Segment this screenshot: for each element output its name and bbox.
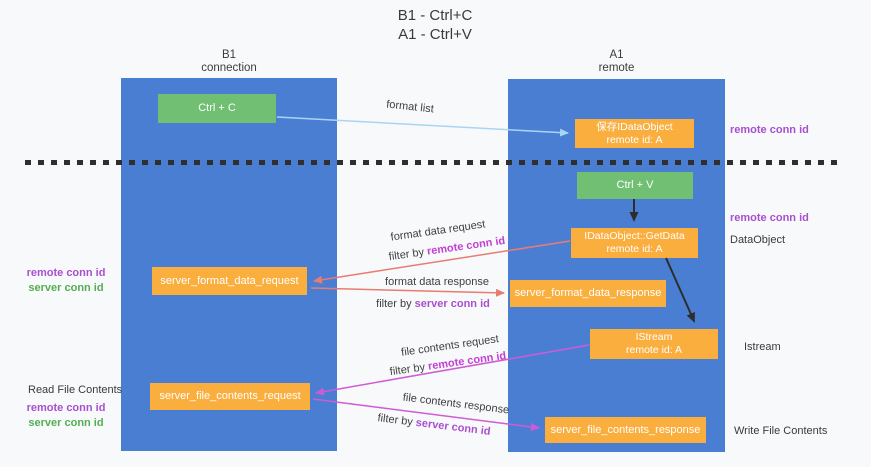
save-idataobject-remote-id: remote id: A [606, 133, 663, 146]
format-data-response-label: format data response [385, 276, 489, 288]
save-idataobject-box: 保存IDataObject remote id: A [575, 119, 694, 148]
right-remote-conn-id-mid: remote conn id [730, 212, 809, 224]
ctrl-c-label: Ctrl + C [198, 102, 236, 115]
left-server-conn-id-1: server conn id [28, 282, 104, 294]
server-format-data-request-box: server_format_data_request [152, 267, 307, 295]
filter-by-text: filter by [376, 412, 417, 429]
file-contents-response-label: file contents response [402, 391, 510, 417]
ctrl-v-box: Ctrl + V [577, 172, 693, 199]
read-file-contents-label: Read File Contents [28, 384, 123, 396]
remote-conn-id-text: remote conn id [426, 234, 506, 258]
left-remote-conn-id-2: remote conn id [26, 402, 106, 414]
left-conn-id-group-2: remote conn id server conn id [24, 401, 108, 431]
istream-side-label: Istream [744, 341, 781, 353]
getdata-remote-id: remote id: A [606, 243, 663, 255]
phase-divider-dashed-line [25, 160, 838, 165]
istream-label: IStream [635, 331, 673, 343]
ctrl-c-box: Ctrl + C [158, 94, 276, 123]
save-idataobject-label: 保存IDataObject [596, 120, 673, 133]
server-file-contents-response-label: server_file_contents_response [550, 423, 701, 436]
server-format-data-request-label: server_format_data_request [160, 274, 299, 287]
server-format-data-response-label: server_format_data_response [514, 287, 662, 300]
left-column-role: connection [201, 62, 257, 74]
getdata-label: IDataObject::GetData [584, 230, 685, 242]
ctrl-v-label: Ctrl + V [616, 179, 654, 192]
filter-by-text: filter by [376, 298, 415, 310]
right-column-header: A1 remote [508, 49, 725, 75]
server-file-contents-request-box: server_file_contents_request [150, 383, 310, 410]
server-conn-id-text: server conn id [415, 416, 492, 438]
write-file-contents-label: Write File Contents [734, 425, 828, 437]
getdata-box: IDataObject::GetData remote id: A [571, 228, 698, 258]
left-server-conn-id-2: server conn id [28, 417, 104, 429]
left-remote-conn-id-1: remote conn id [26, 267, 106, 279]
format-list-label: format list [385, 98, 435, 116]
left-conn-id-group-1: remote conn id server conn id [24, 266, 108, 296]
filter-by-text: filter by [388, 245, 428, 264]
istream-remote-id: remote id: A [625, 344, 683, 356]
server-format-data-response-box: server_format_data_response [510, 280, 666, 307]
left-column-header: B1 connection [121, 49, 337, 75]
format-data-response-filter-label: filter by server conn id [376, 298, 490, 310]
left-column-name: B1 [221, 49, 237, 61]
dataobject-side-label: DataObject [730, 234, 786, 246]
right-column-role: remote [598, 62, 635, 74]
diagram-title: B1 - Ctrl+C A1 - Ctrl+V [300, 6, 570, 44]
server-file-contents-request-label: server_file_contents_request [159, 390, 301, 403]
server-file-contents-response-box: server_file_contents_response [545, 417, 706, 443]
arrow-format-data-response [310, 287, 505, 297]
title-line-b1: B1 - Ctrl+C [397, 7, 473, 24]
right-remote-conn-id-top: remote conn id [730, 124, 809, 136]
title-line-a1: A1 - Ctrl+V [398, 26, 472, 43]
filter-by-text: filter by [389, 360, 429, 379]
server-conn-id-text: server conn id [414, 298, 490, 310]
file-contents-response-filter-label: filter by server conn id [377, 412, 491, 438]
right-column-name: A1 [609, 49, 624, 61]
istream-box: IStream remote id: A [590, 329, 718, 359]
